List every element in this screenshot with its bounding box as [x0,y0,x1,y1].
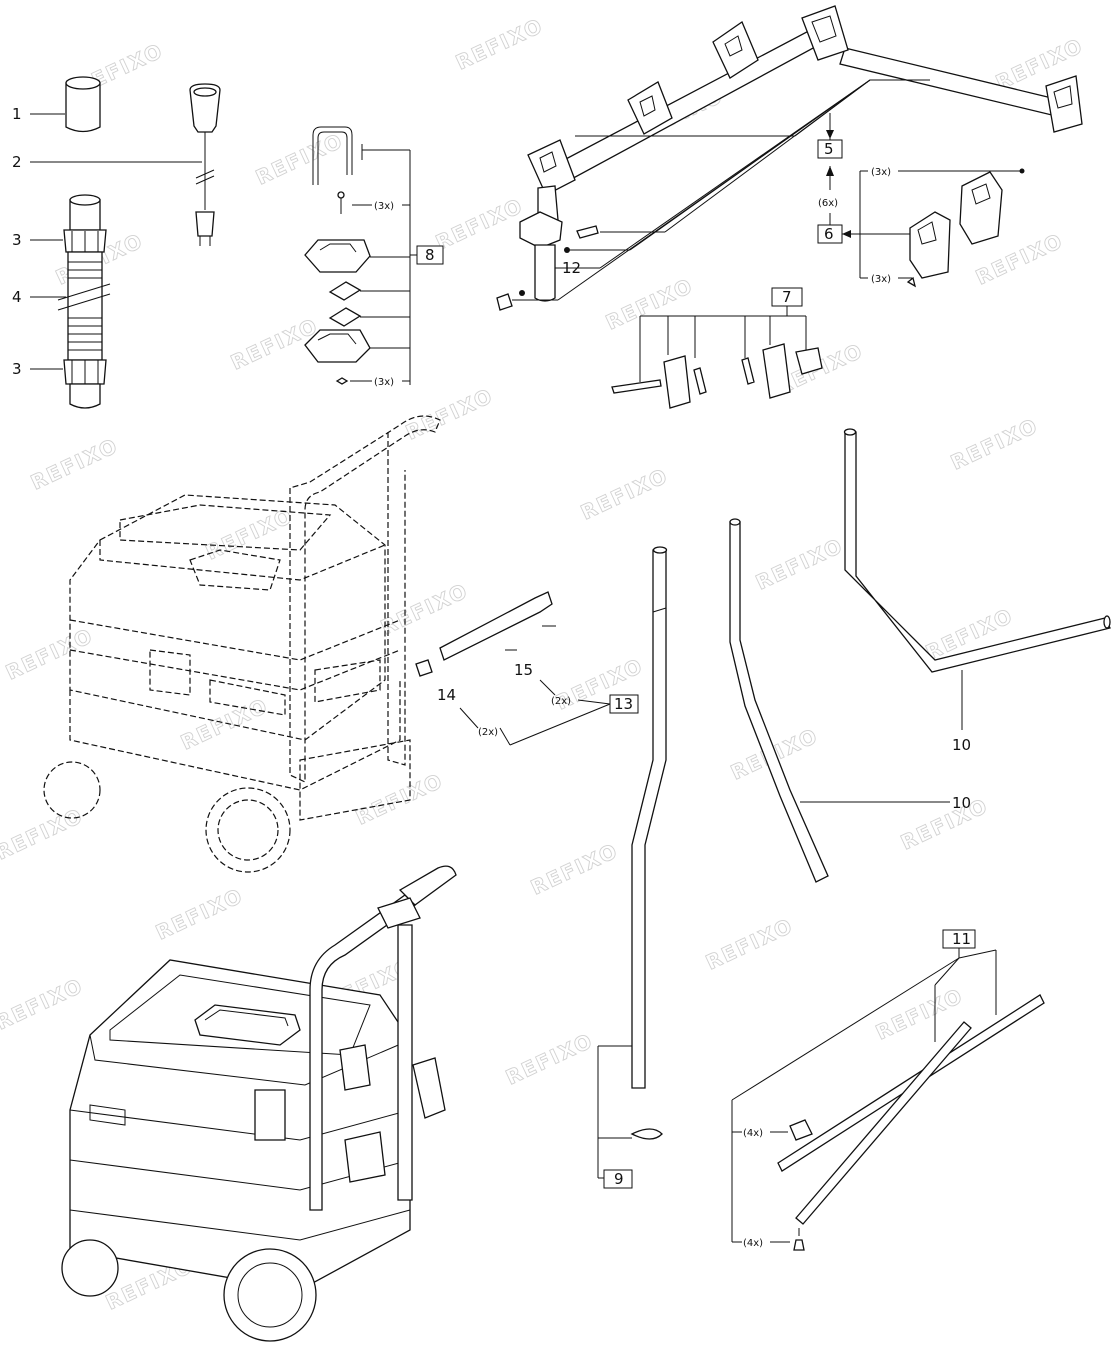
qty-6-bottom: (3x) [871,274,891,285]
callout-4: 4 [12,288,22,306]
callout-3-top: 3 [12,231,22,249]
callout-5: 5 [824,140,834,158]
watermark-text: REFIXO [27,433,122,494]
watermark-text: REFIXO [702,913,797,974]
qty-14: (2x) [478,727,498,738]
callout-10-lower: 10 [952,794,971,812]
watermark-text: REFIXO [0,803,87,864]
qty-11-cap: (4x) [743,1128,763,1139]
watermark-text: REFIXO [752,533,847,594]
callout-9: 9 [614,1170,624,1188]
callout-7: 7 [782,288,792,306]
part-2-cable [30,83,221,246]
watermark-text: REFIXO [947,413,1042,474]
qty-8-nut: (3x) [374,377,394,388]
watermark-text: REFIXO [0,973,87,1034]
vacuum-unit-dashed [43,415,441,873]
vacuum-unit [61,865,457,1342]
watermark-text: REFIXO [432,193,527,254]
callout-6: 6 [824,225,834,243]
watermark-text: REFIXO [352,768,447,829]
part-11-struts [731,929,1045,1251]
part-9-clamp [597,1045,663,1189]
watermark-text: REFIXO [2,623,97,684]
watermark-text: REFIXO [177,693,272,754]
watermark-text: REFIXO [252,128,347,189]
callout-13: 13 [614,695,633,713]
callout-11: 11 [952,930,971,948]
callout-8: 8 [425,246,435,264]
watermark-text: REFIXO [402,383,497,444]
qty-6-top: (3x) [871,167,891,178]
watermark-text: REFIXO [527,838,622,899]
callout-3-bottom: 3 [12,360,22,378]
part-3-4-hose [30,194,111,409]
watermark-text: REFIXO [577,463,672,524]
qty-11-screw: (4x) [743,1238,763,1249]
part-7-kit [611,287,823,409]
callout-12: 12 [562,259,581,277]
callout-labels: 1 2 3 4 3 8 5 6 12 7 15 14 13 10 10 11 9 [12,105,971,1188]
watermark-text: REFIXO [202,503,297,564]
part-10-pipes [631,428,1111,1089]
part-1-sleeve [30,76,101,133]
watermark-text: REFIXO [377,578,472,639]
callout-15: 15 [514,661,533,679]
watermark-text: REFIXO [452,13,547,74]
quantity-labels: (3x) (3x) (3x) (6x) (3x) (2x) (2x) (4x) … [374,167,891,1249]
qty-15: (2x) [551,696,571,707]
watermark-text: REFIXO [602,273,697,334]
part-5-6-12-handle-assembly [496,5,1083,311]
callout-1: 1 [12,105,22,123]
callout-14: 14 [437,686,456,704]
watermark-text: REFIXO [152,883,247,944]
watermark-text: REFIXO [502,1028,597,1089]
callout-2: 2 [12,153,22,171]
part-13-14-15 [415,591,639,746]
part-8-kit [304,126,444,385]
qty-8-screw: (3x) [374,201,394,212]
callout-10-upper: 10 [952,736,971,754]
qty-6-mid: (6x) [818,198,838,209]
